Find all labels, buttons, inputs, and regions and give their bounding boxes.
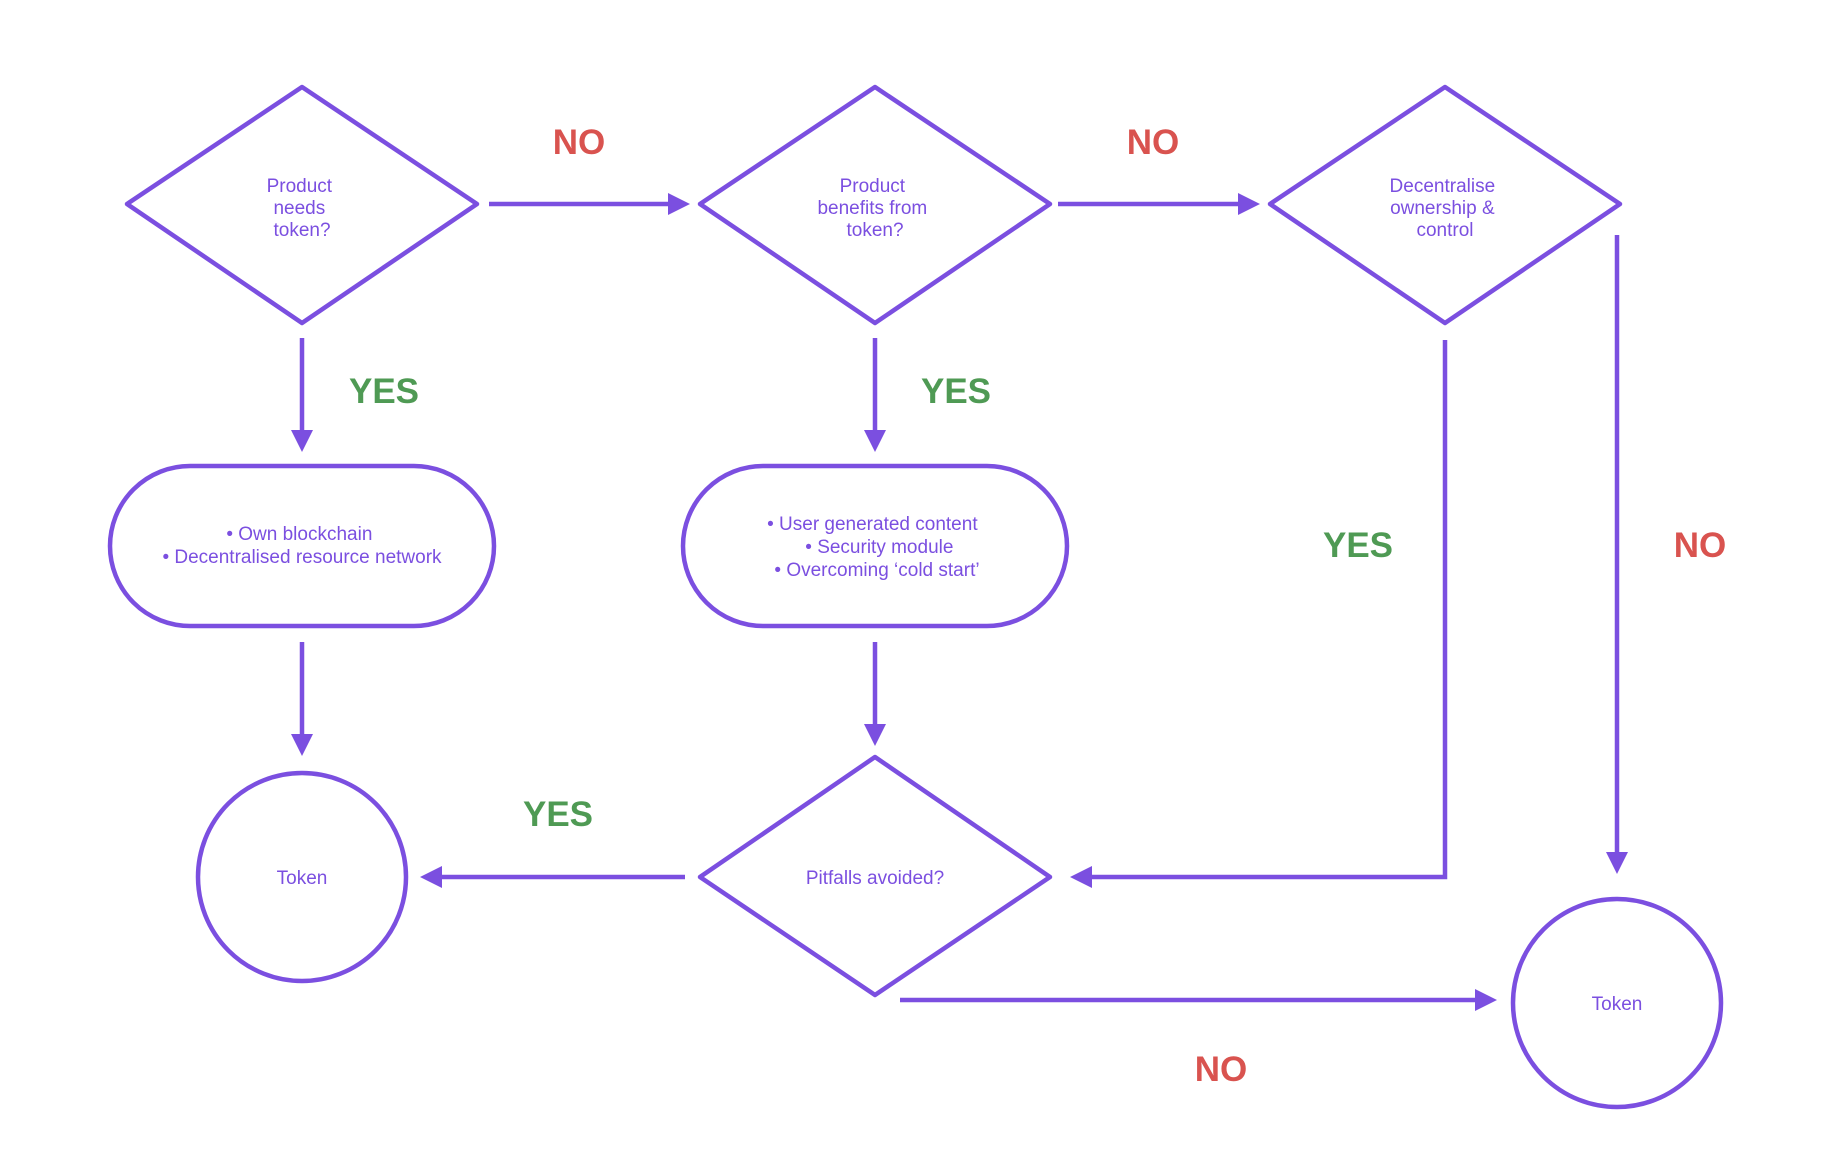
edge-labels: NO NO YES YES YES NO YES NO (349, 123, 1726, 1089)
node-line: Token (277, 868, 328, 889)
edges (291, 193, 1628, 1011)
node-text: Token (1592, 994, 1643, 1015)
node-text: Pitfalls avoided? (806, 868, 944, 889)
node-line: Decentralise (1390, 176, 1496, 197)
nodes: Product needs token? Product benefits fr… (107, 84, 1724, 1110)
node-line: • Own blockchain (226, 524, 372, 545)
stadium-shape (107, 463, 497, 629)
arrowhead-content-to-pitfalls (864, 724, 886, 746)
label-decentralise-to-token: NO (1674, 526, 1727, 565)
arrowhead-decentralise-to-token-right (1606, 852, 1628, 874)
node-line: • Overcoming ‘cold start’ (774, 560, 979, 581)
decision-needs-token: Product needs token? (124, 84, 480, 326)
node-line: token? (273, 220, 330, 241)
terminal-token-right: Token (1510, 896, 1724, 1110)
arrowhead-pitfalls-to-token-left (420, 866, 442, 888)
label-pitfalls-to-token-right: NO (1195, 1050, 1248, 1089)
arrowhead-needs-to-benefits (668, 193, 690, 215)
decision-pitfalls: Pitfalls avoided? (697, 754, 1053, 998)
stadium-shape (680, 463, 1070, 629)
label-benefits-to-decentralise: NO (1127, 123, 1180, 162)
node-text: Product needs token? (267, 176, 338, 241)
process-own-blockchain: • Own blockchain • Decentralised resourc… (107, 463, 497, 629)
decision-decentralise: Decentralise ownership & control (1267, 84, 1623, 326)
diamond-shape (1267, 84, 1623, 326)
diamond-shape (697, 84, 1053, 326)
label-needs-to-blockchain: YES (349, 372, 419, 411)
node-line: needs (273, 198, 325, 219)
node-text: • Own blockchain • Decentralised resourc… (162, 524, 442, 568)
node-text: Product benefits from token? (817, 176, 932, 241)
node-line: • Decentralised resource network (162, 547, 442, 568)
node-text: Decentralise ownership & control (1390, 176, 1501, 241)
node-line: Product (840, 176, 906, 197)
node-text: • User generated content • Security modu… (767, 514, 983, 581)
node-text: Token (277, 868, 328, 889)
decision-benefits-token: Product benefits from token? (697, 84, 1053, 326)
arrowhead-benefits-to-decentralise (1238, 193, 1260, 215)
node-line: Pitfalls avoided? (806, 868, 944, 889)
arrowhead-pitfalls-to-token-right (1475, 989, 1497, 1011)
node-line: Token (1592, 994, 1643, 1015)
terminal-token-left: Token (195, 770, 409, 984)
node-line: token? (846, 220, 903, 241)
process-user-content: • User generated content • Security modu… (680, 463, 1070, 629)
circle-shape (1510, 896, 1724, 1110)
label-needs-to-benefits: NO (553, 123, 606, 162)
label-benefits-to-content: YES (921, 372, 991, 411)
label-pitfalls-to-token-left: YES (523, 795, 593, 834)
diamond-shape (697, 754, 1053, 998)
edge-decentralise-to-pitfalls (1092, 340, 1448, 880)
node-line: Product (267, 176, 333, 197)
arrowhead-needs-to-blockchain (291, 430, 313, 452)
node-line: control (1416, 220, 1473, 241)
node-line: benefits from (817, 198, 927, 219)
label-decentralise-to-pitfalls: YES (1323, 526, 1393, 565)
circle-shape (195, 770, 409, 984)
node-line: • User generated content (767, 514, 978, 535)
node-line: • Security module (805, 537, 953, 558)
diamond-shape (124, 84, 480, 326)
arrowhead-blockchain-to-token-left (291, 734, 313, 756)
arrowhead-decentralise-to-pitfalls (1070, 866, 1092, 888)
arrowhead-benefits-to-content (864, 430, 886, 452)
node-line: ownership & (1390, 198, 1495, 219)
